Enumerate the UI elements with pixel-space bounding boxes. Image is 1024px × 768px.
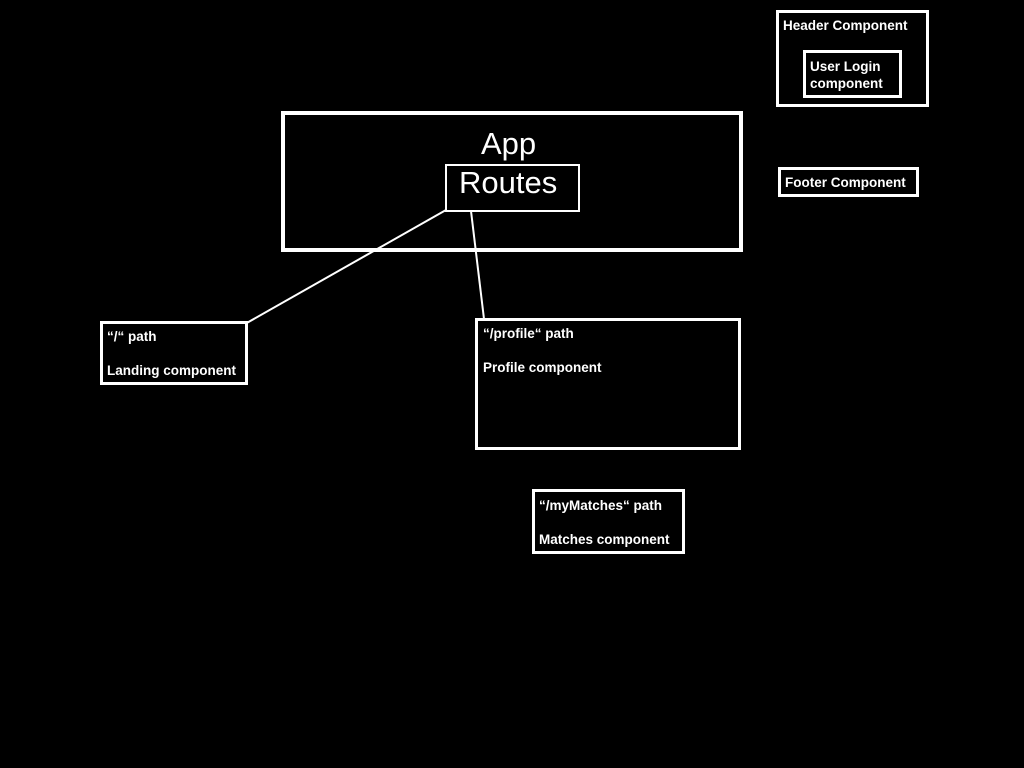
matches-path-label: “/myMatches“ path	[539, 498, 663, 513]
user-login-label-line2: component	[810, 76, 883, 91]
landing-path-label: “/“ path	[107, 329, 157, 344]
landing-route-box	[100, 321, 248, 385]
routes-label: Routes	[459, 165, 558, 200]
landing-component-label: Landing component	[107, 363, 236, 378]
matches-component-label: Matches component	[539, 532, 670, 547]
profile-route-box	[475, 318, 741, 450]
routes-box	[445, 164, 580, 212]
matches-route-box	[532, 489, 685, 554]
user-login-label-line1: User Login	[810, 59, 881, 74]
profile-component-label: Profile component	[483, 360, 602, 375]
profile-path-label: “/profile“ path	[483, 326, 574, 341]
user-login-component-box	[803, 50, 902, 98]
footer-component-label: Footer Component	[785, 175, 906, 190]
header-component-label: Header Component	[783, 18, 908, 33]
footer-component-box	[778, 167, 919, 197]
app-title: App	[481, 126, 537, 161]
